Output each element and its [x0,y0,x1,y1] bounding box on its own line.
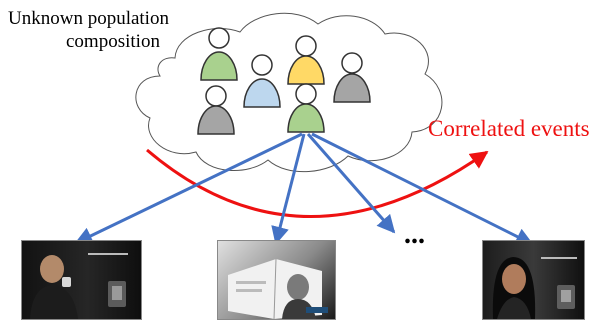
population-label-line2: composition [66,31,160,52]
population-cloud [135,12,443,173]
correlated-events-arc [146,148,489,218]
advertisement-image-1 [21,240,142,320]
person-gray-left [197,85,235,135]
advertisement-image-3 [482,240,585,320]
ellipsis-label: ... [404,219,425,250]
advertisement-man-holding-cup-image [30,253,128,319]
person-yellow [287,35,325,85]
population-label-line1: Unknown population [8,8,169,29]
advertisement-woman-portrait-image [492,257,577,319]
arrow-to-ellipsis [306,133,396,234]
person-blue [243,54,281,108]
advertisement-image-2 [217,240,336,320]
correlated-events-label: Correlated events [428,116,590,141]
advertisement-magazine-with-man-image [228,258,328,319]
person-gray-right [333,52,371,103]
arrow-to-ad-3 [311,132,534,246]
arrow-to-ad-2 [271,133,306,245]
person-green-top [200,27,238,81]
person-green-source [287,83,325,133]
arrow-to-ad-1 [74,132,303,245]
